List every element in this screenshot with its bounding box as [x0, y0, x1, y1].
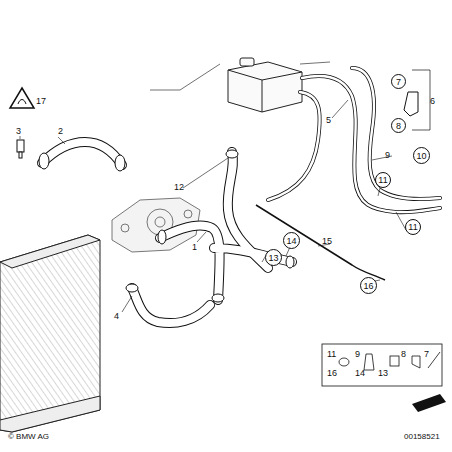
callout-number: 16: [327, 368, 337, 378]
callout-number: 14: [286, 236, 296, 246]
callout-number: 9: [355, 349, 360, 359]
callout-circle: 16: [360, 277, 377, 294]
expansion-tank: [228, 58, 302, 112]
callout-number: 11: [327, 349, 336, 359]
small-parts-strip: [322, 344, 442, 386]
callout-number: 13: [378, 368, 388, 378]
callout-number: 10: [416, 151, 426, 161]
hoses-fill: [42, 142, 292, 323]
callout-circle: 10: [413, 147, 430, 164]
callout-number: 7: [424, 349, 429, 359]
callout-number: 11: [408, 222, 417, 232]
footer-note: 00158521: [404, 432, 440, 442]
thin-hoses-fill: [268, 68, 440, 212]
callout-number: 8: [401, 349, 406, 359]
callout-circle: 11: [375, 172, 391, 188]
callout-number: 4: [114, 311, 119, 321]
callout-number: 1: [192, 242, 197, 252]
callout-circle: 13: [265, 249, 282, 266]
thin-hoses-outline: [268, 68, 440, 212]
view-arrow: [412, 394, 446, 412]
callout-number: 17: [36, 96, 46, 106]
callout-number: 13: [268, 253, 278, 263]
bracket: [404, 70, 430, 130]
callout-circle: 14: [283, 232, 300, 249]
callout-number: 2: [58, 126, 63, 136]
hose-clamps: [39, 150, 294, 302]
radiator: [0, 235, 100, 432]
callout-number: 5: [326, 115, 331, 125]
callout-number: 14: [355, 368, 365, 378]
callout-circle: 11: [405, 219, 421, 235]
leader-lines: [20, 62, 406, 312]
hoses-outline: [42, 142, 292, 323]
callout-number: 8: [396, 121, 401, 131]
callout-number: 15: [322, 236, 332, 246]
warning-symbol: [10, 88, 34, 108]
temperature-sensor: [17, 140, 24, 158]
callout-number: 12: [174, 182, 184, 192]
bleed-pipe: [256, 205, 385, 280]
callout-number: 16: [363, 281, 373, 291]
callout-number: 6: [430, 96, 435, 106]
callout-circle: 7: [391, 74, 406, 89]
callout-number: 9: [385, 150, 390, 160]
callout-number: 3: [16, 126, 21, 136]
callout-circle: 8: [391, 118, 406, 133]
footer-note: © BMW AG: [8, 432, 49, 442]
callout-number: 11: [378, 175, 387, 185]
callout-number: 7: [396, 77, 401, 87]
